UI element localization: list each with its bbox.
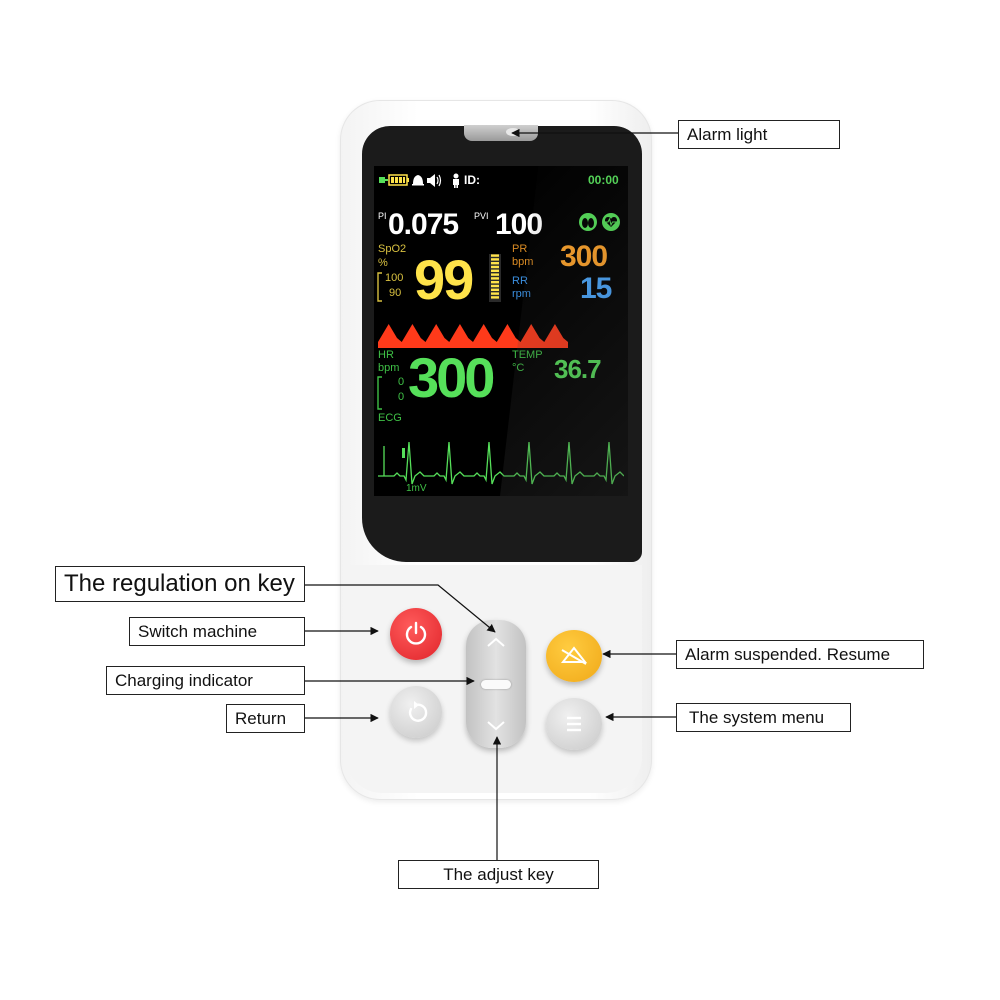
temp-unit: °C (512, 362, 525, 374)
pvi-value: 100 (495, 208, 543, 241)
spo2-limit-bracket (377, 272, 382, 302)
clock-time: 00:00 (588, 173, 619, 187)
menu-icon (567, 716, 581, 732)
spo2-unit: % (378, 257, 388, 269)
ecg-scale-label: 1mV (406, 483, 427, 494)
display-screen: ID: 00:00 PI 0.075 PVI 100 SpO2 % 100 90… (374, 166, 628, 496)
bell-icon (412, 175, 424, 186)
status-icons (379, 173, 459, 188)
hr-high-limit: 0 (398, 376, 405, 388)
rr-label: RR (512, 275, 528, 287)
callout-adjust-key: The adjust key (398, 860, 599, 889)
alarm-light-lens (506, 128, 520, 136)
pleth-waveform (378, 324, 568, 348)
chevron-up-icon[interactable] (486, 636, 506, 648)
pr-unit: bpm (512, 256, 534, 268)
ecg-waveform (378, 441, 624, 485)
pi-label: PI (378, 211, 387, 221)
speaker-icon (427, 174, 442, 187)
chevron-down-icon[interactable] (486, 720, 506, 732)
spo2-high-limit: 100 (385, 272, 404, 284)
person-icon (453, 173, 459, 188)
lungs-icon (579, 213, 597, 231)
callout-charging-indicator: Charging indicator (106, 666, 305, 695)
pvi-label: PVI (474, 211, 489, 221)
callout-switch-machine: Switch machine (129, 617, 305, 646)
pr-label: PR (512, 243, 528, 255)
ecg-calibration-bar (402, 448, 405, 458)
perfusion-bar (489, 254, 501, 302)
plug-icon (379, 177, 388, 183)
return-button[interactable] (390, 686, 442, 738)
callout-alarm-suspended: Alarm suspended. Resume (676, 640, 924, 669)
alarm-mute-icon (560, 646, 588, 665)
callout-return: Return (226, 704, 305, 733)
patient-id-label: ID: (464, 173, 480, 187)
return-icon (408, 701, 428, 722)
hr-unit: bpm (378, 362, 400, 374)
alarm-suspend-button[interactable] (546, 630, 602, 682)
charging-indicator-led (481, 680, 511, 689)
spo2-low-limit: 90 (389, 287, 402, 299)
hr-low-limit: 0 (398, 391, 405, 403)
power-icon (405, 621, 427, 645)
alarm-light (464, 125, 538, 141)
battery-icon (388, 174, 409, 186)
callout-alarm-light: Alarm light (678, 120, 840, 149)
rr-unit: rpm (512, 288, 531, 300)
pr-value: 300 (560, 240, 608, 273)
system-menu-button[interactable] (546, 698, 602, 750)
pi-value: 0.075 (388, 208, 459, 241)
spo2-value: 99 (414, 248, 474, 311)
spo2-label: SpO2 (378, 243, 407, 255)
hr-limit-bracket (377, 376, 382, 410)
callout-system-menu: The system menu (676, 703, 851, 732)
hr-value: 300 (408, 346, 495, 409)
power-button[interactable] (390, 608, 442, 660)
callout-regulation-on-key: The regulation on key (55, 566, 305, 602)
hr-source: ECG (378, 412, 402, 424)
temp-value: 36.7 (554, 354, 602, 384)
heart-icon (602, 213, 620, 231)
temp-label: TEMP (512, 349, 543, 361)
rr-value: 15 (580, 272, 612, 305)
hr-label: HR (378, 349, 394, 361)
